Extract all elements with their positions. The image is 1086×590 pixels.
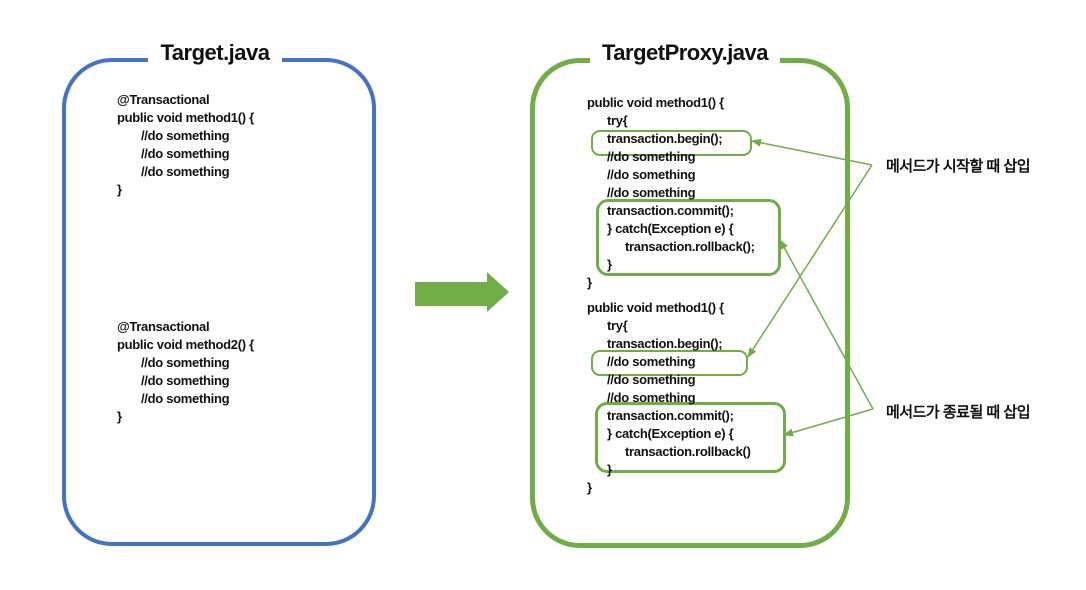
code-line: public void method1() { bbox=[117, 110, 254, 125]
big-transform-arrow bbox=[415, 272, 509, 312]
code-line: } bbox=[587, 480, 592, 495]
code-line: //do something bbox=[607, 185, 696, 200]
code-line: } bbox=[117, 182, 122, 197]
code-line: } catch(Exception e) { bbox=[607, 426, 734, 441]
target-method2-code: @Transactional public void method2() { /… bbox=[117, 318, 254, 426]
annotation-method-end: 메서드가 종료될 때 삽입 bbox=[886, 404, 1031, 421]
code-line: //do something bbox=[607, 372, 696, 387]
code-line: try{ bbox=[607, 318, 628, 333]
code-line: public void method1() { bbox=[587, 95, 724, 110]
proxy-method1-code: public void method1() { try{ transaction… bbox=[587, 94, 755, 292]
code-line: try{ bbox=[607, 113, 628, 128]
proxy-title-wrap: TargetProxy.java bbox=[530, 40, 840, 66]
proxy-title: TargetProxy.java bbox=[589, 40, 781, 66]
code-line: //do something bbox=[607, 390, 696, 405]
code-line: //do something bbox=[141, 128, 230, 143]
highlight-do-something-method2 bbox=[591, 350, 748, 376]
target-title: Target.java bbox=[148, 40, 282, 66]
code-line: public void method1() { bbox=[587, 300, 724, 315]
code-line: } bbox=[607, 257, 612, 272]
code-line: transaction.begin(); bbox=[607, 336, 723, 351]
code-line: } catch(Exception e) { bbox=[607, 221, 734, 236]
code-line: //do something bbox=[141, 146, 230, 161]
proxy-method2-code: public void method1() { try{ transaction… bbox=[587, 299, 751, 497]
code-line: transaction.commit(); bbox=[607, 408, 734, 423]
highlight-begin-method1 bbox=[591, 130, 752, 156]
code-line: transaction.begin(); bbox=[607, 131, 723, 146]
code-line: //do something bbox=[607, 167, 696, 182]
code-line: //do something bbox=[141, 355, 230, 370]
code-line: //do something bbox=[607, 354, 696, 369]
code-line: //do something bbox=[141, 373, 230, 388]
code-line: @Transactional bbox=[117, 319, 210, 334]
annotation-method-start: 메서드가 시작할 때 삽입 bbox=[886, 158, 1031, 175]
target-title-wrap: Target.java bbox=[62, 40, 368, 66]
code-line: } bbox=[607, 462, 612, 477]
code-line: } bbox=[117, 409, 122, 424]
code-line: //do something bbox=[141, 391, 230, 406]
highlight-commit-block-method2 bbox=[595, 402, 786, 473]
code-line: //do something bbox=[607, 149, 696, 164]
code-line: public void method2() { bbox=[117, 337, 254, 352]
code-line: } bbox=[587, 275, 592, 290]
code-line: transaction.commit(); bbox=[607, 203, 734, 218]
code-line: @Transactional bbox=[117, 92, 210, 107]
target-method1-code: @Transactional public void method1() { /… bbox=[117, 91, 254, 199]
code-line: transaction.rollback() bbox=[625, 444, 751, 459]
code-line: //do something bbox=[141, 164, 230, 179]
code-line: transaction.rollback(); bbox=[625, 239, 755, 254]
